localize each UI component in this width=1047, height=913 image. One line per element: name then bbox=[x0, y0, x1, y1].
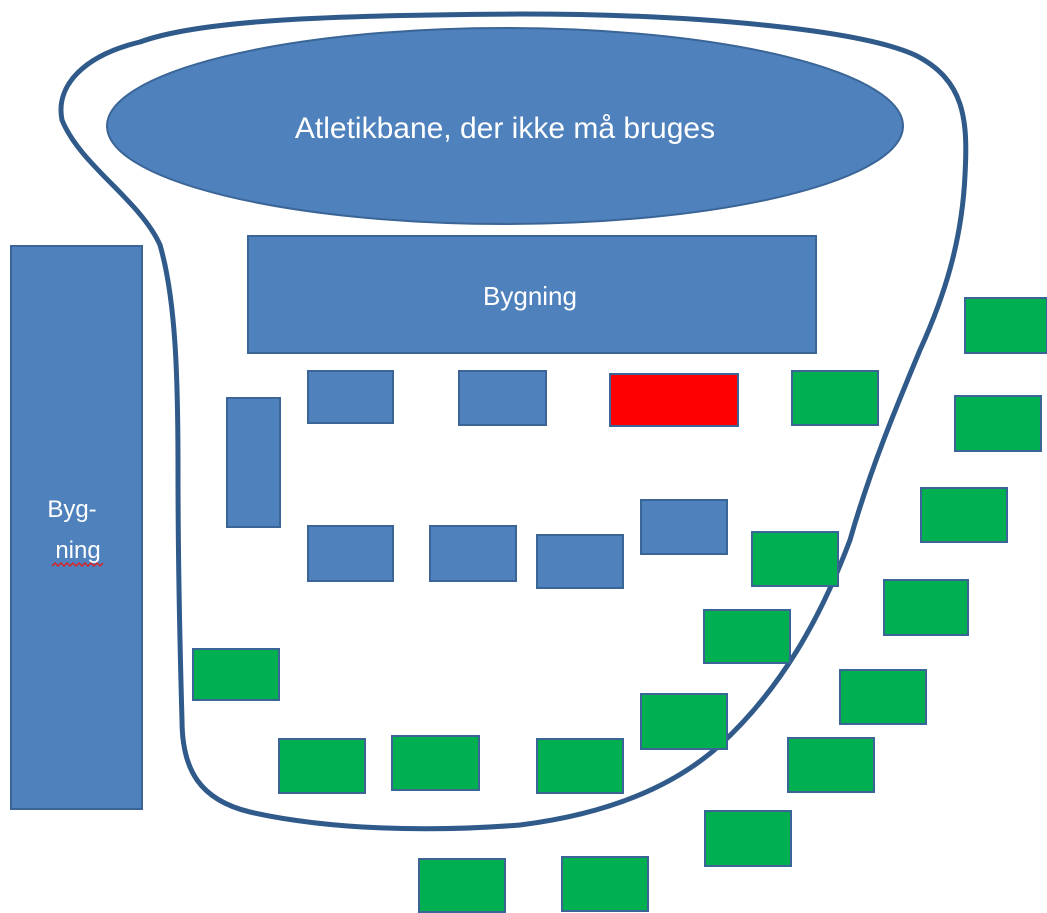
blue-spot bbox=[640, 499, 728, 555]
green-spot bbox=[704, 810, 792, 867]
green-spot bbox=[561, 856, 649, 912]
building-left-label-line2: ning bbox=[55, 537, 100, 564]
green-spot bbox=[787, 737, 875, 793]
athletics-track bbox=[106, 27, 904, 225]
green-spot bbox=[391, 735, 480, 791]
green-spot bbox=[418, 858, 506, 913]
red-spot bbox=[609, 373, 739, 427]
blue-spot bbox=[226, 397, 281, 528]
athletics-track-label: Atletikbane, der ikke må bruges bbox=[295, 112, 715, 145]
area-boundary bbox=[58, 11, 969, 832]
blue-spot bbox=[429, 525, 517, 582]
green-spot bbox=[791, 370, 879, 426]
green-spot bbox=[640, 693, 728, 750]
blue-spot bbox=[307, 370, 394, 424]
building-top bbox=[247, 235, 817, 354]
green-spot bbox=[839, 669, 927, 725]
green-spot bbox=[192, 648, 280, 701]
green-spot bbox=[920, 487, 1008, 543]
green-spot bbox=[883, 579, 969, 636]
green-spot bbox=[703, 609, 791, 664]
green-spot bbox=[536, 738, 624, 794]
building-left bbox=[10, 245, 143, 810]
green-spot bbox=[751, 531, 839, 587]
blue-spot bbox=[458, 370, 547, 426]
green-spot bbox=[954, 395, 1042, 452]
building-left-label-line1: Byg- bbox=[47, 496, 96, 523]
spellcheck-squiggle bbox=[51, 562, 104, 567]
green-spot bbox=[964, 297, 1047, 354]
building-top-label: Bygning bbox=[483, 281, 577, 311]
blue-spot bbox=[307, 525, 394, 582]
green-spot bbox=[278, 738, 366, 794]
blue-spot bbox=[536, 534, 624, 589]
